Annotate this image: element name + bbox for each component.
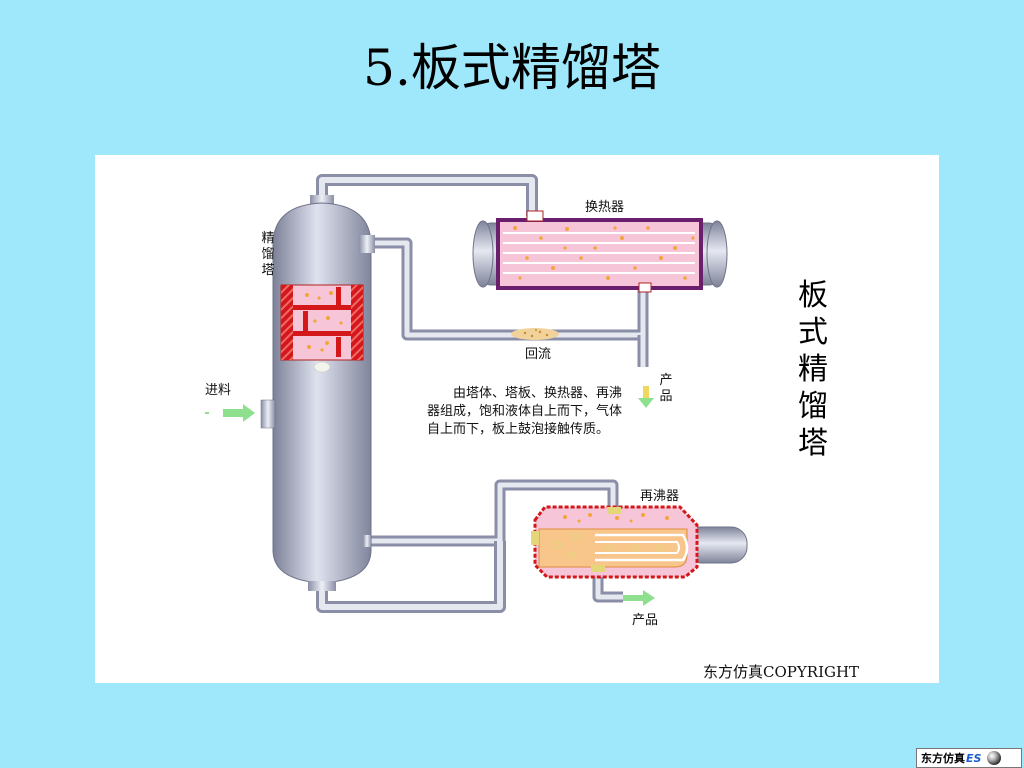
copyright-text: 东方仿真COPYRIGHT <box>703 663 860 681</box>
column-label: 精馏塔 <box>261 231 275 278</box>
distillation-diagram <box>205 174 748 613</box>
pipe-bottom-liquid <box>316 541 623 613</box>
reboiler-label: 再沸器 <box>640 489 680 504</box>
pipe-reflux <box>363 237 649 367</box>
globe-icon <box>987 751 1002 765</box>
product-top-label: 产品 <box>659 373 673 404</box>
pipe-reboiler-vapor <box>365 479 619 547</box>
reflux-liquid <box>511 328 559 340</box>
feed-label: 进料 <box>205 383 232 398</box>
slide-title: 5.板式精馏塔 <box>363 39 661 97</box>
heat-exchanger-label: 换热器 <box>585 200 625 215</box>
product-top-arrow <box>638 386 654 408</box>
distillation-column <box>260 195 375 591</box>
product-bottom-label: 产品 <box>632 613 659 628</box>
reboiler <box>531 505 748 579</box>
reflux-label: 回流 <box>525 347 552 362</box>
logo-text: 东方仿真 <box>921 752 965 765</box>
product-bottom-arrow <box>623 590 655 606</box>
brand-logo: 东方仿真 ES <box>916 748 1022 768</box>
feed-arrow <box>205 404 255 422</box>
side-title: 板式精馏塔 <box>798 278 828 461</box>
diagram-panel: 精馏塔 换热器 回流 产品 进料 再沸器 产品 由塔体、塔板、换热器、再沸器组成… <box>95 155 939 683</box>
pipe-top-vapor <box>316 174 538 221</box>
heat-exchanger <box>472 210 728 293</box>
logo-es: ES <box>966 751 982 765</box>
diagram-description: 由塔体、塔板、换热器、再沸器组成，饱和液体自上而下，气体自上而下，板上鼓泡接触传… <box>427 386 623 437</box>
